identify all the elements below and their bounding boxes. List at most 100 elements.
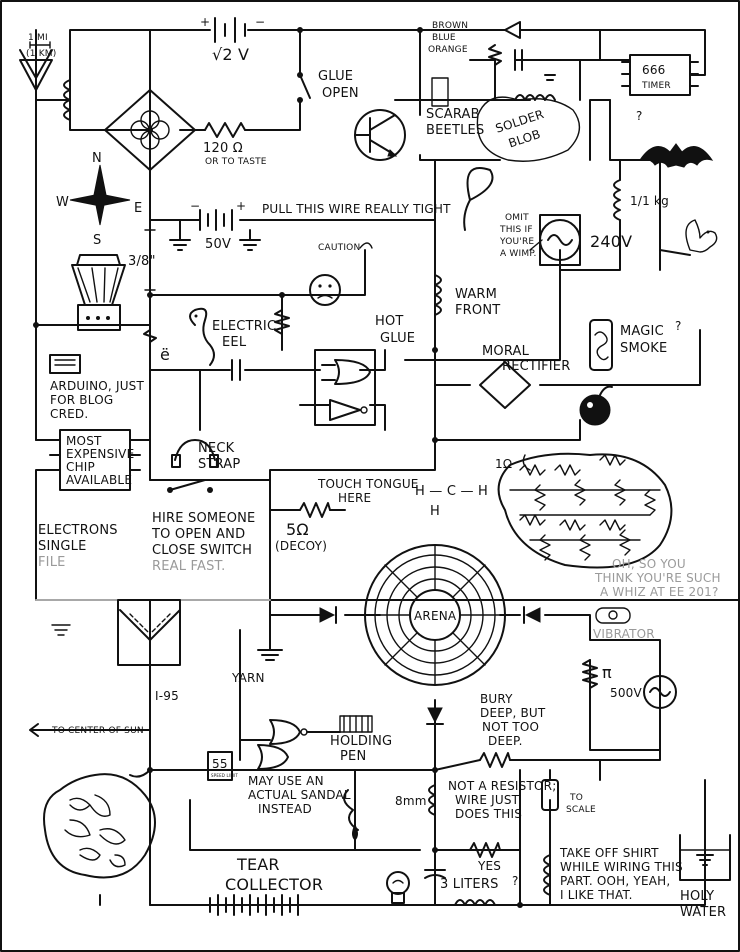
timer-question: ? [636,109,643,123]
compass-e: E [134,201,142,216]
scarab-label-2: BEETLES [426,123,484,138]
magic-smoke-1: MAGIC [620,324,664,339]
squirrel-icon [659,219,718,256]
svg-text:+: + [236,199,246,213]
svg-text:−: − [190,199,200,213]
color-code-resistor: BROWN BLUE ORANGE [428,21,561,81]
electrons-single-file: ELECTRONS SINGLE FILE [38,523,118,570]
glue-open-label-1: GLUE [318,69,353,84]
compass-rose: N S W E [56,151,142,248]
caution-label: CAUTION [318,243,360,253]
antenna-icon [19,59,53,91]
to-sun-label: TO CENTER OF SUN [51,726,144,736]
moral-1: MORAL [482,344,530,359]
resistor-120-ohm: 120 Ω OR TO TASTE [203,122,267,167]
three-eighths-label: 3/8" [128,254,156,269]
ac-source-500v: 500V [610,675,677,709]
compass-n: N [92,151,102,166]
timer-label: TIMER [641,81,671,91]
yes-question: ? [512,874,519,888]
whiz-note: OH, SO YOU THINK YOU'RE SUCH A WHIZ AT E… [594,557,721,599]
pi-resistor: π [582,659,612,689]
yes-label: YES [477,859,501,873]
holy-water-beaker: HOLY WATER [679,834,731,920]
methane-row-2: H [430,504,440,519]
scarab-jar-icon [431,77,449,107]
whiz-2: THINK YOU'RE SUCH [594,571,721,585]
svg-text:−: − [255,15,265,29]
magic-smoke-2: SMOKE [620,341,667,356]
bat-icon [638,143,714,168]
gate-chain-bottom: HOLDING PEN [257,715,392,770]
volt-240-label: 240V [590,232,632,251]
resistor-network: 1Ω [495,452,673,569]
resistor-5-ohm-decoy: 5Ω (DECOY) [275,502,331,553]
arduino-line-1: ARDUINO, JUST [50,379,144,393]
svg-text:+: + [200,15,210,29]
bury-4: DEEP. [488,734,523,748]
one-ohm-label: 1Ω [495,457,512,471]
methane-row-1: H — C — H [415,484,488,499]
timer-number: 666 [642,63,666,77]
light-bulb-icon [386,871,410,904]
capacitor-mid [231,359,241,381]
chip-line-2: EXPENSIVE [66,447,134,461]
magic-smoke-jar: MAGIC SMOKE ? [589,319,681,371]
hire-line-3: CLOSE SWITCH [152,543,252,558]
resistor-120-note: OR TO TASTE [205,157,267,167]
holding-pen-1: HOLDING [330,734,392,749]
e-umlaut-resistor: ë [143,329,170,364]
eight-mm-label: 8mm [395,794,427,808]
battery-50v-label: 50V [205,237,231,252]
hire-line-1: HIRE SOMEONE [152,511,255,526]
arena-diodes [319,606,541,725]
glue-open-label-2: OPEN [322,86,359,101]
moral-rectifier: MORAL RECTIFIER [479,344,570,409]
five-ohm-label: 5Ω [286,520,309,539]
tongue-1: TOUCH TONGUE [317,477,419,491]
tear-collector: TEAR COLLECTOR [225,823,358,894]
holy-water-2: WATER [680,905,726,920]
motor-to-scale: TO SCALE [541,769,596,815]
inductor-8mm: 8mm [395,784,436,816]
electrons-2: SINGLE [38,539,87,554]
warm-front-2: FRONT [455,303,500,318]
neck-strap-2: STRAP [198,457,240,472]
bury-3: NOT TOO [482,720,539,734]
blender-icon [71,254,126,331]
color-code-3: ORANGE [428,45,468,55]
scarab-transistor: SCARAB BEETLES [354,77,484,161]
electrons-1: ELECTRONS [38,523,118,538]
i95-highway-junction: I-95 [117,599,181,731]
hire-real-fast: REAL FAST. [152,559,225,574]
timer-chip-666: 666 TIMER ? [621,54,699,123]
not-resistor-1: NOT A RESISTOR; [448,779,556,793]
e-umlaut-label: ë [160,345,170,364]
tear-collector-2: COLLECTOR [225,875,323,894]
manual-switch: HIRE SOMEONE TO OPEN AND CLOSE SWITCH RE… [151,479,255,574]
to-sun-arrow: TO CENTER OF SUN [29,723,144,737]
moral-2: RECTIFIER [502,359,570,374]
warm-front-inductor: WARM FRONT [434,274,500,318]
expensive-chip: MOST EXPENSIVE CHIP AVAILABLE [49,429,141,491]
chip-line-4: AVAILABLE [66,473,132,487]
arduino-line-2: FOR BLOG [50,393,113,407]
sandal-2: ACTUAL SANDAL [248,788,351,802]
ac-source-240v: OMIT THIS IF YOU'RE A WIMP. 240V [499,213,632,266]
speed-limit-number: 55 [212,757,228,771]
tongue-2: HERE [338,491,371,505]
bury-2: DEEP, BUT [480,706,546,720]
chip-line-3: CHIP [66,460,95,474]
bomb-icon [579,385,613,426]
neck-strap-1: NECK [198,441,235,456]
neck-strap: NECK STRAP [171,439,240,472]
shirt-inductor: TAKE OFF SHIRT WHILE WIRING THIS PART. O… [543,846,683,902]
compass-s: S [93,233,101,248]
yarn-label: YARN [231,671,265,685]
pull-wire-label: PULL THIS WIRE REALLY TIGHT [262,202,451,216]
not-resistor-3: DOES THIS [455,807,522,821]
whiz-3: A WHIZ AT EE 201? [600,585,719,599]
compass-w: W [56,195,69,210]
